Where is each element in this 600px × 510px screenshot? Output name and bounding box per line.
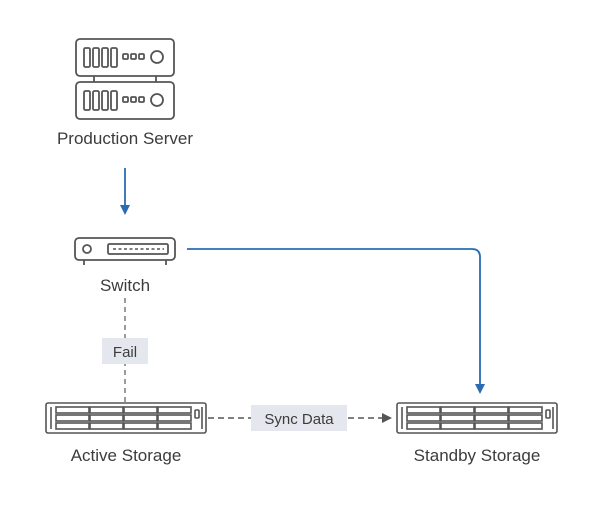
storage-array-icon — [396, 402, 558, 434]
standby-storage-label: Standby Storage — [414, 446, 541, 465]
sync-data-tag: Sync Data — [264, 411, 334, 428]
active-storage-label: Active Storage — [71, 446, 182, 465]
sync-tag-background — [251, 405, 347, 431]
storage-array-icon — [45, 402, 207, 434]
switch-label: Switch — [100, 276, 150, 295]
network-switch-icon — [74, 237, 176, 265]
production-server-label: Production Server — [57, 129, 193, 148]
fail-tag-background — [102, 338, 148, 364]
switch-to-standby-link — [187, 248, 485, 394]
fail-tag: Fail — [113, 344, 137, 361]
server-rack-icon — [75, 38, 175, 120]
